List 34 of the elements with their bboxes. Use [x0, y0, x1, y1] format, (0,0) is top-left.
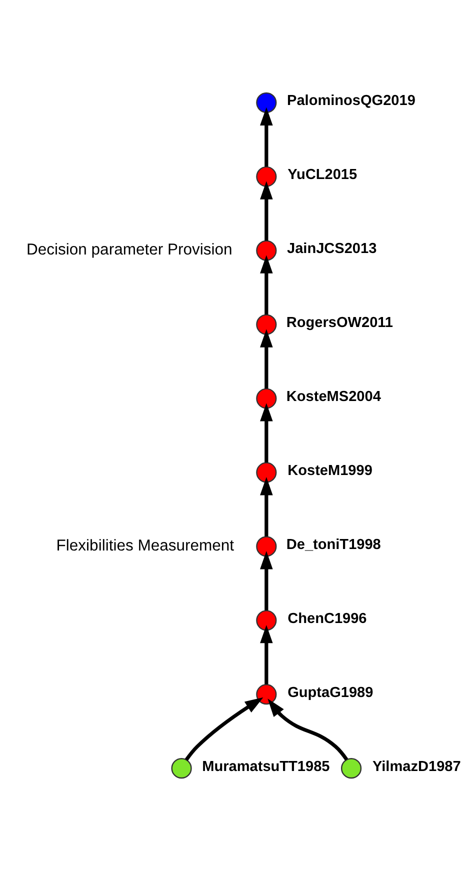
node-circle — [256, 388, 277, 408]
node-label: JainJCS2013 — [287, 240, 377, 257]
node-circle — [256, 166, 277, 186]
label: Flexibilities Measurement — [56, 537, 234, 554]
node-circle — [256, 240, 277, 260]
node-label: GuptaG1989 — [288, 684, 374, 700]
node-circle — [256, 610, 277, 630]
node-circle — [171, 758, 192, 778]
node-circle — [256, 684, 277, 704]
node-circle — [256, 92, 277, 112]
node-circle — [256, 314, 277, 334]
arrow — [260, 402, 273, 462]
arrow — [260, 624, 273, 684]
node-label: RogersOW2011 — [286, 314, 394, 331]
arrow — [260, 550, 273, 610]
node-label: ChenC1996 — [288, 610, 367, 626]
arrow — [184, 696, 264, 760]
arrow — [260, 476, 273, 536]
arrow — [260, 254, 273, 314]
node-label: KosteM1999 — [288, 462, 372, 479]
arrow — [260, 180, 273, 240]
label: Decision parameter Provision — [26, 241, 232, 258]
node-label: MuramatsuTT1985 — [202, 758, 330, 774]
arrow — [260, 328, 273, 388]
node-label: De_toniT1998 — [286, 536, 381, 552]
arrow — [260, 106, 273, 166]
arrow — [268, 698, 348, 760]
node-circle — [256, 462, 277, 482]
node-label: YilmazD1987 — [372, 758, 461, 774]
node-label: PalominosQG2019 — [287, 92, 416, 109]
node-label: KosteMS2004 — [286, 388, 381, 405]
node-circle — [256, 536, 277, 556]
node-label: YuCL2015 — [288, 166, 358, 183]
node-circle — [340, 758, 362, 778]
